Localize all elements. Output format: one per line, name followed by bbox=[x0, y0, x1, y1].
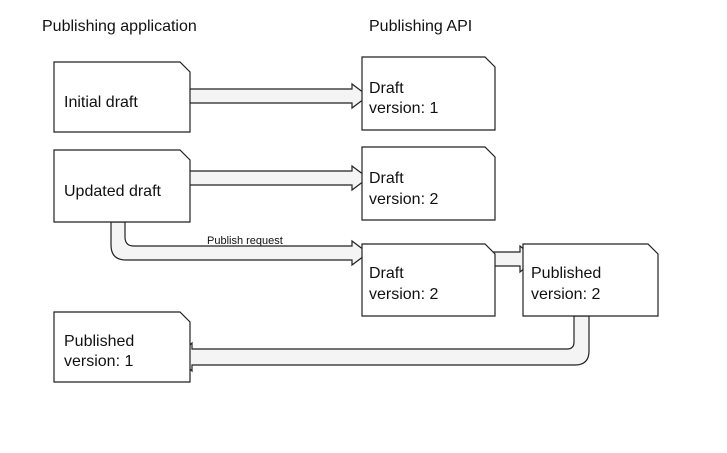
doc-api-draft-v2 bbox=[361, 146, 496, 221]
header-publishing-api: Publishing API bbox=[369, 18, 472, 35]
label-api-draft2b-line1: Draft bbox=[369, 265, 404, 282]
arrow-updated-to-draft-v2 bbox=[187, 164, 369, 192]
header-publishing-application: Publishing application bbox=[42, 18, 197, 35]
doc-updated-draft bbox=[53, 149, 191, 223]
label-api-draft2-line1: Draft bbox=[369, 170, 404, 187]
doc-published-v1 bbox=[53, 311, 191, 383]
doc-api-draft-v2-publish bbox=[361, 243, 496, 317]
doc-api-published-v2 bbox=[522, 243, 659, 317]
label-published-v1-line2: version: 1 bbox=[64, 353, 133, 370]
label-updated-draft: Updated draft bbox=[64, 183, 162, 200]
arrow-publish-request bbox=[110, 221, 369, 267]
doc-api-draft-v1 bbox=[361, 56, 496, 131]
label-api-draft2-line2: version: 2 bbox=[369, 191, 438, 208]
label-api-draft1-line2: version: 1 bbox=[369, 100, 438, 117]
label-api-published-line1: Published bbox=[531, 265, 601, 282]
arrow-published-return bbox=[176, 315, 590, 373]
label-published-v1-line1: Published bbox=[64, 333, 134, 350]
label-api-published-line2: version: 2 bbox=[531, 286, 600, 303]
arrow-initial-to-draft-v1 bbox=[187, 82, 369, 110]
label-api-draft1-line1: Draft bbox=[369, 80, 404, 97]
label-publish-request: Publish request bbox=[207, 235, 283, 247]
doc-initial-draft bbox=[53, 61, 191, 133]
label-initial-draft: Initial draft bbox=[64, 94, 138, 111]
label-api-draft2b-line2: version: 2 bbox=[369, 286, 438, 303]
